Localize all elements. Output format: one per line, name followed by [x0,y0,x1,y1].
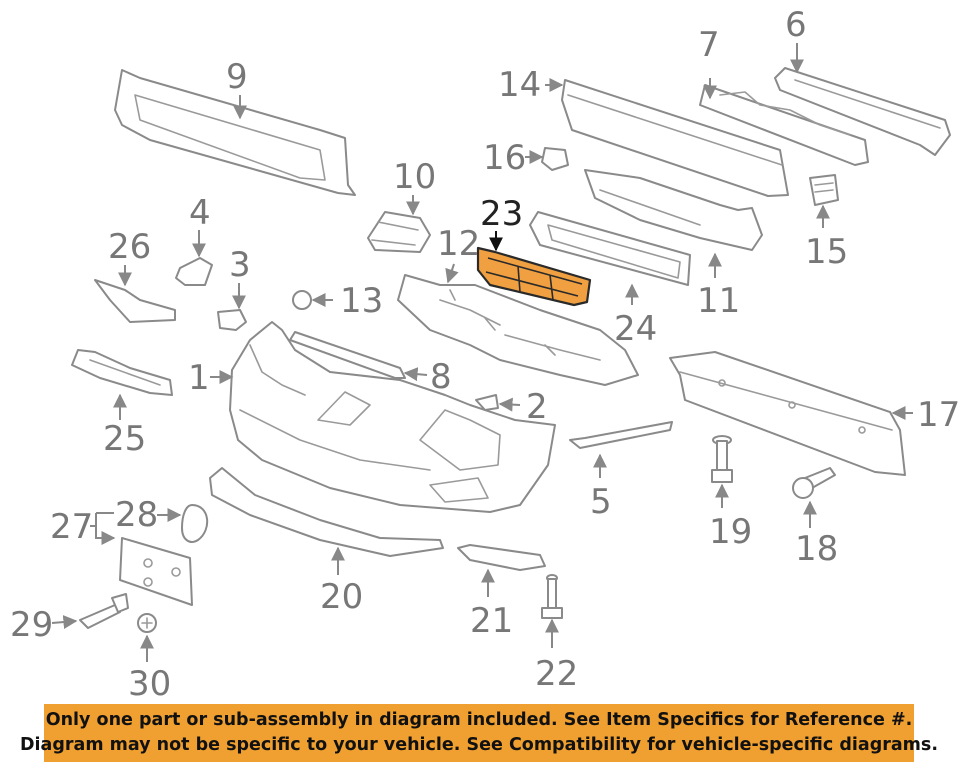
part-27-license-bracket [119,537,193,606]
callout-10: 10 [393,157,436,197]
part-15-clip [809,174,839,206]
callout-8: 8 [430,357,452,397]
callout-18: 18 [795,529,838,569]
part-5-seal [569,421,673,449]
part-8-molding [289,331,406,379]
callout-22: 22 [535,654,578,694]
callout-25: 25 [103,419,146,459]
callout-26: 26 [108,227,151,267]
part-25-bracket [71,349,173,396]
callout-1: 1 [188,358,210,398]
callout-13: 13 [340,281,383,321]
callout-3: 3 [229,245,251,285]
part-20-lip-spoiler [209,467,444,557]
part-28-bulb [181,504,208,543]
part-13-nut [292,290,312,310]
callout-24: 24 [614,309,657,349]
part-7-reinforcement [699,84,869,166]
part-29-pin [79,593,129,629]
callout-2: 2 [526,387,548,427]
part-24-grille-bracket [529,211,691,286]
callout-9: 9 [226,57,248,97]
callout-14: 14 [498,65,541,105]
callout-15: 15 [805,232,848,272]
callout-16: 16 [483,138,526,178]
callout-17: 17 [917,395,960,435]
callout-4: 4 [189,193,211,233]
callout-6: 6 [785,5,807,45]
part-4-lamp [175,257,213,286]
callout-30: 30 [128,664,171,700]
callout-labels: 9 14 7 6 16 10 15 11 23 12 24 4 26 3 13 … [10,5,960,700]
callout-28: 28 [115,495,158,535]
callout-12: 12 [437,224,480,264]
callout-21: 21 [470,601,513,641]
part-23-highlighted-absorber [476,246,592,307]
part-21-extension [457,544,546,571]
part-10-deflector [367,211,431,253]
callout-5: 5 [590,482,612,522]
callout-7: 7 [698,25,720,65]
parts-diagram: 9 14 7 6 16 10 15 11 23 12 24 4 26 3 13 … [10,5,960,700]
part-26-bracket [94,279,176,323]
part-18-bolt [792,467,836,499]
part-19-bolt [711,435,733,483]
callout-19: 19 [709,512,752,552]
part-12-energy-absorber [397,274,639,386]
part-17-reinforcement [669,351,906,476]
disclaimer-line-2: Diagram may not be specific to your vehi… [20,735,938,755]
part-11-air-deflector [584,169,763,251]
part-14-impact-bar [561,79,789,197]
part-16-bracket [541,147,569,171]
disclaimer-banner: Only one part or sub-assembly in diagram… [20,704,938,762]
leader-lines [51,43,913,662]
part-1-bumper-cover [229,321,556,513]
callout-20: 20 [320,577,363,617]
callout-27: 27 [50,507,93,547]
part-9-upper-grille [114,69,356,196]
part-6-absorber [774,67,951,156]
callout-23: 23 [480,194,523,234]
disclaimer-line-1: Only one part or sub-assembly in diagram… [45,710,913,730]
part-3-clip [217,309,247,331]
part-30-screw [137,613,157,633]
part-2-clip [475,394,499,411]
callout-11: 11 [697,281,740,321]
callout-29: 29 [10,605,53,645]
part-22-bolt [541,574,563,619]
